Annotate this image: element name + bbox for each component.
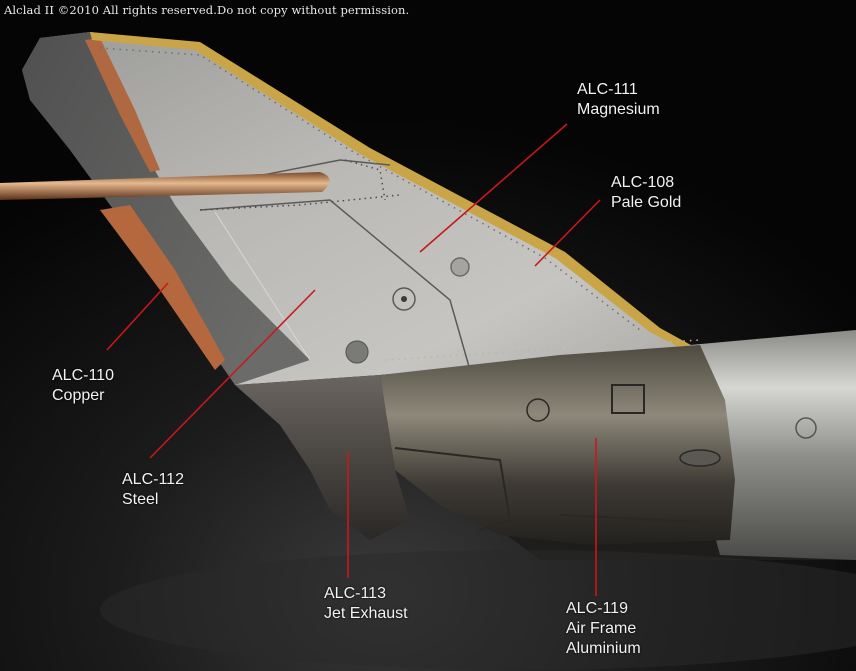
label-pale-gold-name: Pale Gold <box>611 194 682 211</box>
copyright-notice: Alclad II ©2010 All rights reserved.Do n… <box>4 3 410 17</box>
label-copper-name: Copper <box>52 387 105 404</box>
label-magnesium: ALC-111 Magnesium <box>577 80 660 120</box>
label-pale-gold: ALC-108 Pale Gold <box>611 173 681 213</box>
label-magnesium-name: Magnesium <box>577 101 660 118</box>
label-magnesium-code: ALC-111 <box>577 81 638 98</box>
label-air-frame-name: Air Frame <box>566 620 637 637</box>
leader-line-magnesium <box>419 123 568 253</box>
leader-line-copper <box>106 282 169 351</box>
label-steel-name: Steel <box>122 491 159 508</box>
label-air-frame-code: ALC-119 <box>566 600 628 617</box>
label-copper: ALC-110 Copper <box>52 366 114 406</box>
leader-line-pale-gold <box>534 199 601 267</box>
label-copper-code: ALC-110 <box>52 367 114 384</box>
leader-line-steel <box>149 289 316 459</box>
label-steel: ALC-112 Steel <box>122 470 184 510</box>
label-air-frame-name-2: Aluminium <box>566 640 641 657</box>
label-pale-gold-code: ALC-108 <box>611 174 675 191</box>
label-jet-exhaust-code: ALC-113 <box>324 585 386 602</box>
label-jet-exhaust: ALC-113 Jet Exhaust <box>324 584 408 624</box>
label-steel-code: ALC-112 <box>122 471 184 488</box>
label-air-frame-aluminium: ALC-119 Air Frame Aluminium <box>566 599 641 659</box>
label-jet-exhaust-name: Jet Exhaust <box>324 605 408 622</box>
